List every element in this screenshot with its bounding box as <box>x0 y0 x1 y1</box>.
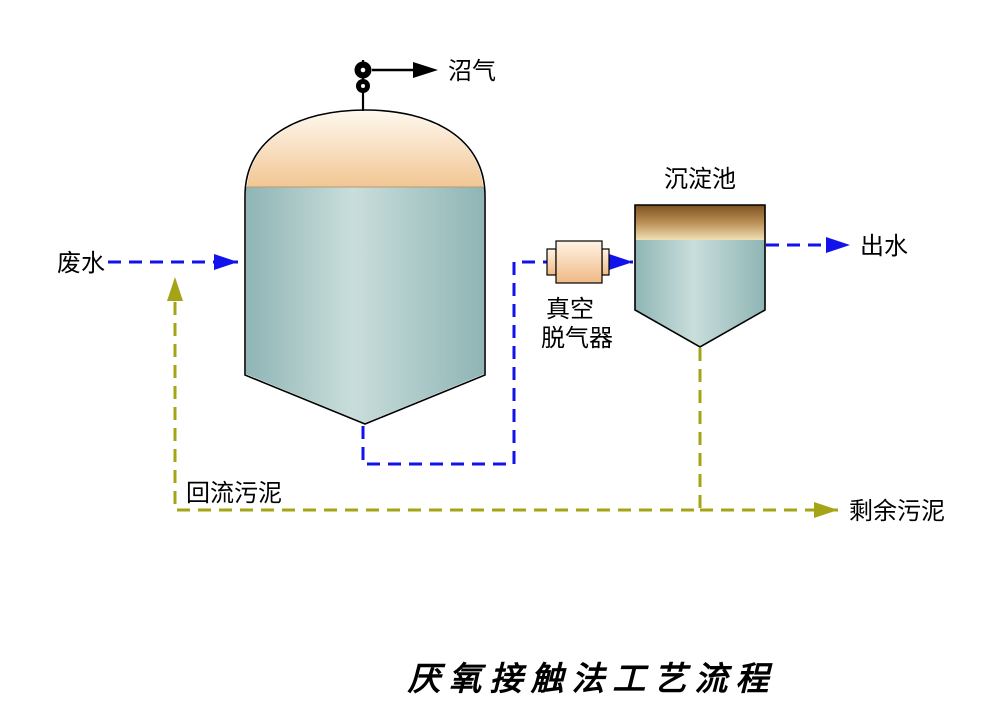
biogas-arrow-head <box>413 62 438 78</box>
influent-label: 废水 <box>57 249 105 277</box>
gas-valve <box>354 60 372 111</box>
degasser-left-cap <box>546 248 557 276</box>
digester-gas-dome <box>247 111 483 187</box>
settling-tank-label: 沉淀池 <box>664 165 736 193</box>
vacuum-degasser <box>546 240 610 284</box>
return-sludge-line <box>167 277 702 512</box>
diagram-title: 厌氧接触法工艺流程 <box>407 659 777 698</box>
settler-scum-band <box>635 205 765 240</box>
effluent-label: 出水 <box>860 232 908 260</box>
gas-valve-lower-dot <box>361 84 365 88</box>
gas-valve-upper-dot <box>360 67 366 73</box>
biogas-label: 沼气 <box>448 57 496 85</box>
settler-liquid <box>635 240 765 347</box>
digester-outline <box>244 109 486 425</box>
biogas-arrow <box>372 62 438 78</box>
degasser-label-line1: 真空 <box>546 295 594 323</box>
degasser-label-line2: 脱气器 <box>541 324 613 352</box>
digester-tank <box>244 109 486 425</box>
return-sludge-label: 回流污泥 <box>186 479 282 507</box>
digester-to-degasser-line <box>361 260 551 466</box>
settler-outline <box>634 204 766 348</box>
degasser-right-cap <box>601 248 610 276</box>
settling-tank <box>634 204 766 348</box>
digester-liquid <box>246 187 484 423</box>
degasser-body <box>555 240 603 284</box>
excess-sludge-label: 剩余污泥 <box>849 497 945 525</box>
